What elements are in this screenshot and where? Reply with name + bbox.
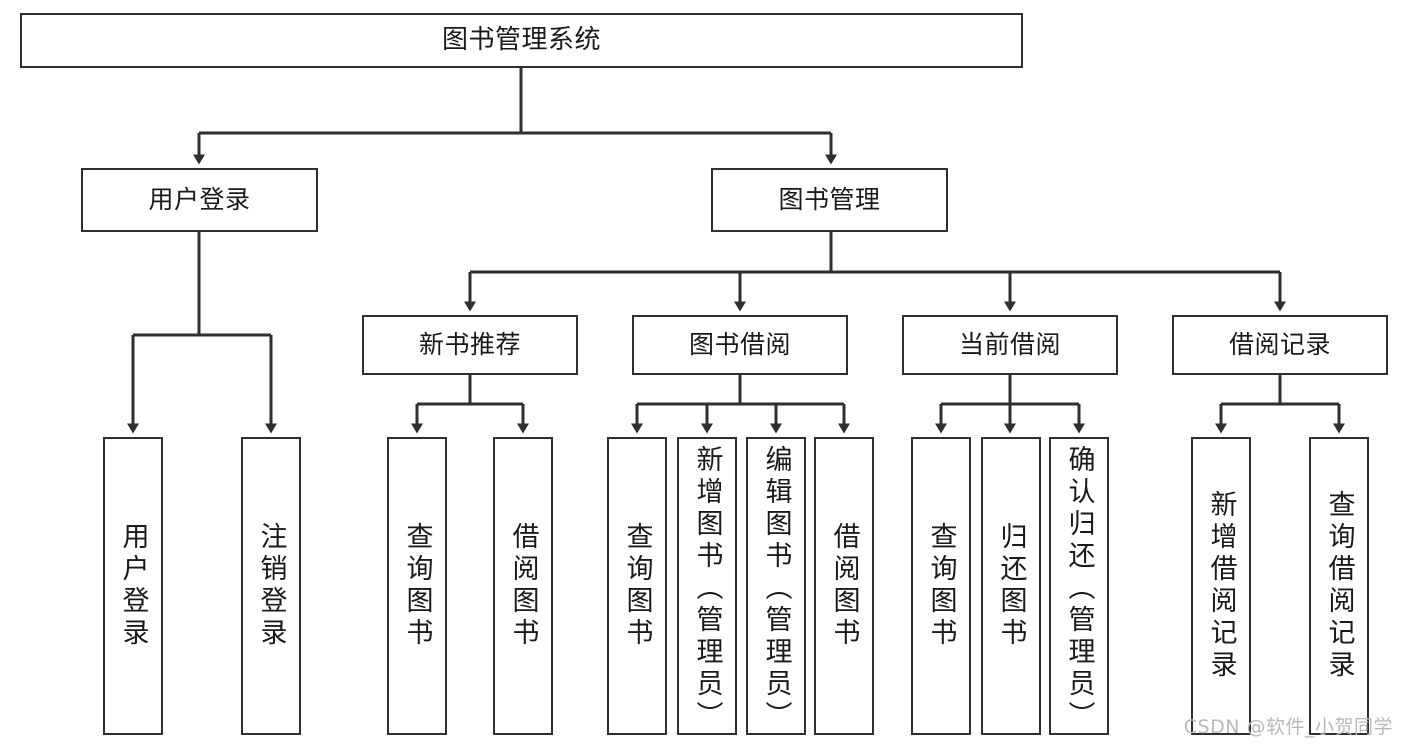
node-current-borrow[interactable]: 当前借阅 <box>902 315 1118 375</box>
leaf-borrow-record-add-label: 新增借阅记录 <box>1205 490 1237 682</box>
leaf-new-book-query-label: 查询图书 <box>401 522 433 650</box>
node-root-system-label: 图书管理系统 <box>441 24 601 55</box>
leaf-book-borrow-edit[interactable]: 编辑图书（管理员） <box>746 437 806 735</box>
leaf-book-borrow-query[interactable]: 查询图书 <box>607 437 667 735</box>
leaf-current-borrow-return[interactable]: 归还图书 <box>981 437 1041 735</box>
node-root-system[interactable]: 图书管理系统 <box>20 13 1023 68</box>
leaf-borrow-record-add[interactable]: 新增借阅记录 <box>1191 437 1251 735</box>
leaf-current-borrow-confirm[interactable]: 确认归还（管理员） <box>1049 437 1109 735</box>
node-borrow-record[interactable]: 借阅记录 <box>1172 315 1388 375</box>
leaf-book-borrow-edit-label: 编辑图书（管理员） <box>760 445 792 733</box>
leaf-current-borrow-query-label: 查询图书 <box>925 522 957 650</box>
node-borrow-record-label: 借阅记录 <box>1228 330 1331 359</box>
leaf-current-borrow-confirm-label: 确认归还（管理员） <box>1063 445 1095 733</box>
leaf-new-book-borrow[interactable]: 借阅图书 <box>493 437 553 735</box>
leaf-user-login-logout-label: 注销登录 <box>255 522 287 650</box>
leaf-current-borrow-return-label: 归还图书 <box>995 522 1027 650</box>
csdn-watermark: CSDN @软件_小贺同学 <box>1183 716 1393 738</box>
leaf-user-login-logout[interactable]: 注销登录 <box>241 437 301 735</box>
node-book-management[interactable]: 图书管理 <box>711 168 948 232</box>
node-new-book-recommend-label: 新书推荐 <box>418 330 521 359</box>
node-user-login-label: 用户登录 <box>148 185 251 214</box>
leaf-user-login-login[interactable]: 用户登录 <box>103 437 163 735</box>
leaf-book-borrow-borrow-label: 借阅图书 <box>828 522 860 650</box>
node-book-borrow[interactable]: 图书借阅 <box>632 315 848 375</box>
leaf-book-borrow-query-label: 查询图书 <box>621 522 653 650</box>
leaf-borrow-record-query[interactable]: 查询借阅记录 <box>1309 437 1369 735</box>
node-new-book-recommend[interactable]: 新书推荐 <box>362 315 578 375</box>
node-user-login[interactable]: 用户登录 <box>81 168 318 232</box>
node-book-borrow-label: 图书借阅 <box>688 330 791 359</box>
leaf-current-borrow-query[interactable]: 查询图书 <box>911 437 971 735</box>
leaf-book-borrow-add-label: 新增图书（管理员） <box>691 445 723 733</box>
leaf-book-borrow-add[interactable]: 新增图书（管理员） <box>677 437 737 735</box>
node-book-management-label: 图书管理 <box>778 185 881 214</box>
leaf-borrow-record-query-label: 查询借阅记录 <box>1323 490 1355 682</box>
leaf-user-login-login-label: 用户登录 <box>117 522 149 650</box>
leaf-book-borrow-borrow[interactable]: 借阅图书 <box>814 437 874 735</box>
leaf-new-book-borrow-label: 借阅图书 <box>507 522 539 650</box>
leaf-new-book-query[interactable]: 查询图书 <box>387 437 447 735</box>
node-current-borrow-label: 当前借阅 <box>958 330 1061 359</box>
